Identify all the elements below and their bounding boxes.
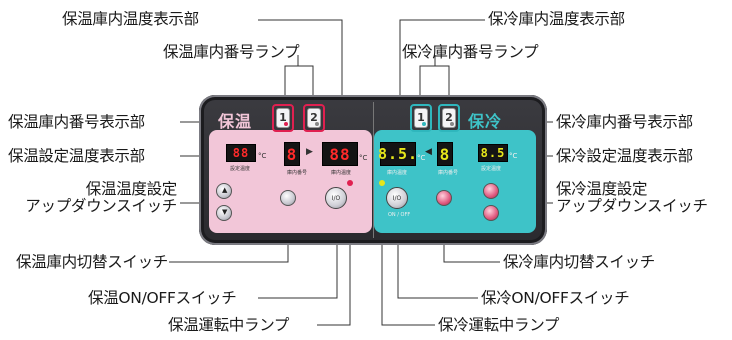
- hot-arrow-right: ▶: [306, 147, 313, 157]
- hot-set-temp-lcd: 88: [226, 144, 256, 162]
- cold-number-caption: 庫内番号: [438, 170, 459, 176]
- hot-temp-lcd: 88: [322, 142, 358, 166]
- cold-down-button[interactable]: [483, 205, 499, 221]
- cold-temp-caption: 庫内温度: [387, 170, 408, 176]
- hot-up-button[interactable]: ▲: [216, 183, 232, 199]
- cold-temp-lcd: 8.5.: [378, 142, 417, 166]
- cold-running-lamp: [379, 180, 385, 186]
- label-hot-updown: 保温温度設定 アップダウンスイッチ: [25, 180, 177, 215]
- label-hot-running-lamp: 保温運転中ランプ: [168, 316, 290, 334]
- label-cold-number-lamp: 保冷庫内番号ランプ: [402, 43, 539, 61]
- hot-set-deg: °C: [258, 152, 267, 160]
- hot-number-lcd: 8: [284, 142, 300, 166]
- hot-number-caption: 庫内番号: [287, 170, 308, 176]
- hot-number-lamp-1: 1: [276, 108, 290, 128]
- label-cold-set-temp-display: 保冷設定温度表示部: [556, 147, 693, 165]
- cold-arrow-left: ◀: [425, 147, 432, 157]
- label-hot-number-lamp: 保温庫内番号ランプ: [163, 43, 300, 61]
- cold-set-deg: °C: [509, 152, 518, 160]
- hot-running-lamp: [347, 180, 353, 186]
- cold-up-button[interactable]: [483, 183, 499, 199]
- center-divider: [373, 102, 374, 238]
- label-cold-updown: 保冷温度設定 アップダウンスイッチ: [556, 180, 708, 215]
- label-cold-onoff: 保冷ON/OFFスイッチ: [481, 289, 630, 307]
- hot-lamp-frame-2: [303, 104, 325, 132]
- hot-number-lamp-2: 2: [307, 108, 321, 128]
- cold-onoff-caption: ON / OFF: [388, 212, 411, 218]
- hot-lamp-frame-1: [272, 104, 294, 132]
- label-hot-switch: 保温庫内切替スイッチ: [16, 253, 169, 271]
- cold-number-lamp-1: 1: [414, 108, 428, 128]
- cold-onoff-button[interactable]: I/O: [386, 187, 408, 209]
- label-cold-switch: 保冷庫内切替スイッチ: [503, 253, 656, 271]
- label-hot-set-temp-display: 保温設定温度表示部: [8, 147, 145, 165]
- cold-temp-deg: °C: [417, 154, 426, 162]
- down-arrow-icon: ▼: [222, 208, 228, 216]
- hot-set-temp-caption: 設定温度: [230, 166, 251, 172]
- cold-lamp-frame-2: [438, 104, 460, 132]
- cold-set-temp-lcd: 8.5: [478, 144, 508, 162]
- label-cold-number-display: 保冷庫内番号表示部: [556, 113, 693, 131]
- cold-title: 保冷: [468, 112, 503, 131]
- hot-switch-button[interactable]: [280, 190, 296, 206]
- label-cold-temp-display: 保冷庫内温度表示部: [488, 10, 625, 28]
- cold-number-lamp-2: 2: [442, 108, 456, 128]
- cold-switch-button[interactable]: [436, 190, 452, 206]
- label-hot-temp-display: 保温庫内温度表示部: [62, 10, 199, 28]
- hot-temp-caption: 庫内温度: [331, 170, 352, 176]
- label-hot-number-display: 保温庫内番号表示部: [8, 113, 145, 131]
- label-hot-onoff: 保温ON/OFFスイッチ: [88, 289, 237, 307]
- hot-title: 保温: [218, 112, 253, 131]
- hot-onoff-button[interactable]: I/O: [325, 187, 347, 209]
- up-arrow-icon: ▲: [222, 186, 228, 194]
- cold-number-lcd: 8: [437, 142, 453, 166]
- hot-temp-deg: °C: [359, 154, 368, 162]
- cold-lamp-frame-1: [410, 104, 432, 132]
- hot-down-button[interactable]: ▼: [216, 205, 232, 221]
- cold-set-temp-caption: 設定温度: [481, 166, 502, 172]
- label-cold-running-lamp: 保冷運転中ランプ: [438, 316, 560, 334]
